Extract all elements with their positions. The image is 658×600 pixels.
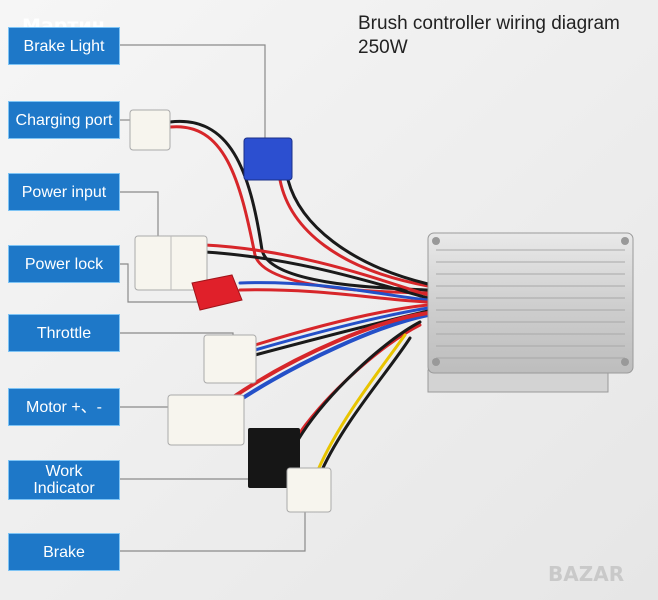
motor-connector [167,394,245,446]
label-power-input: Power input [8,173,120,211]
title-line-1: Brush controller wiring diagram [358,13,620,34]
throttle-connector [203,334,257,384]
brake-light-connector [243,137,293,181]
label-brake-light: Brake Light [8,27,120,65]
wires [168,119,430,472]
title-line-2: 250W [358,37,408,58]
label-work-indicator: Work Indicator [8,460,120,500]
connectors [129,109,332,513]
controller-box [427,232,634,393]
brand-watermark: BAZAR [548,562,625,586]
brake-connector [286,467,332,513]
label-throttle: Throttle [8,314,120,352]
label-motor: Motor +、- [8,388,120,426]
power-lock-connector [191,274,243,311]
label-charging-port: Charging port [8,101,120,139]
label-power-lock: Power lock [8,245,120,283]
diagram-title: Brush controller wiring diagram 250W [358,12,620,60]
charging-port-connector [129,109,171,151]
label-brake: Brake [8,533,120,571]
